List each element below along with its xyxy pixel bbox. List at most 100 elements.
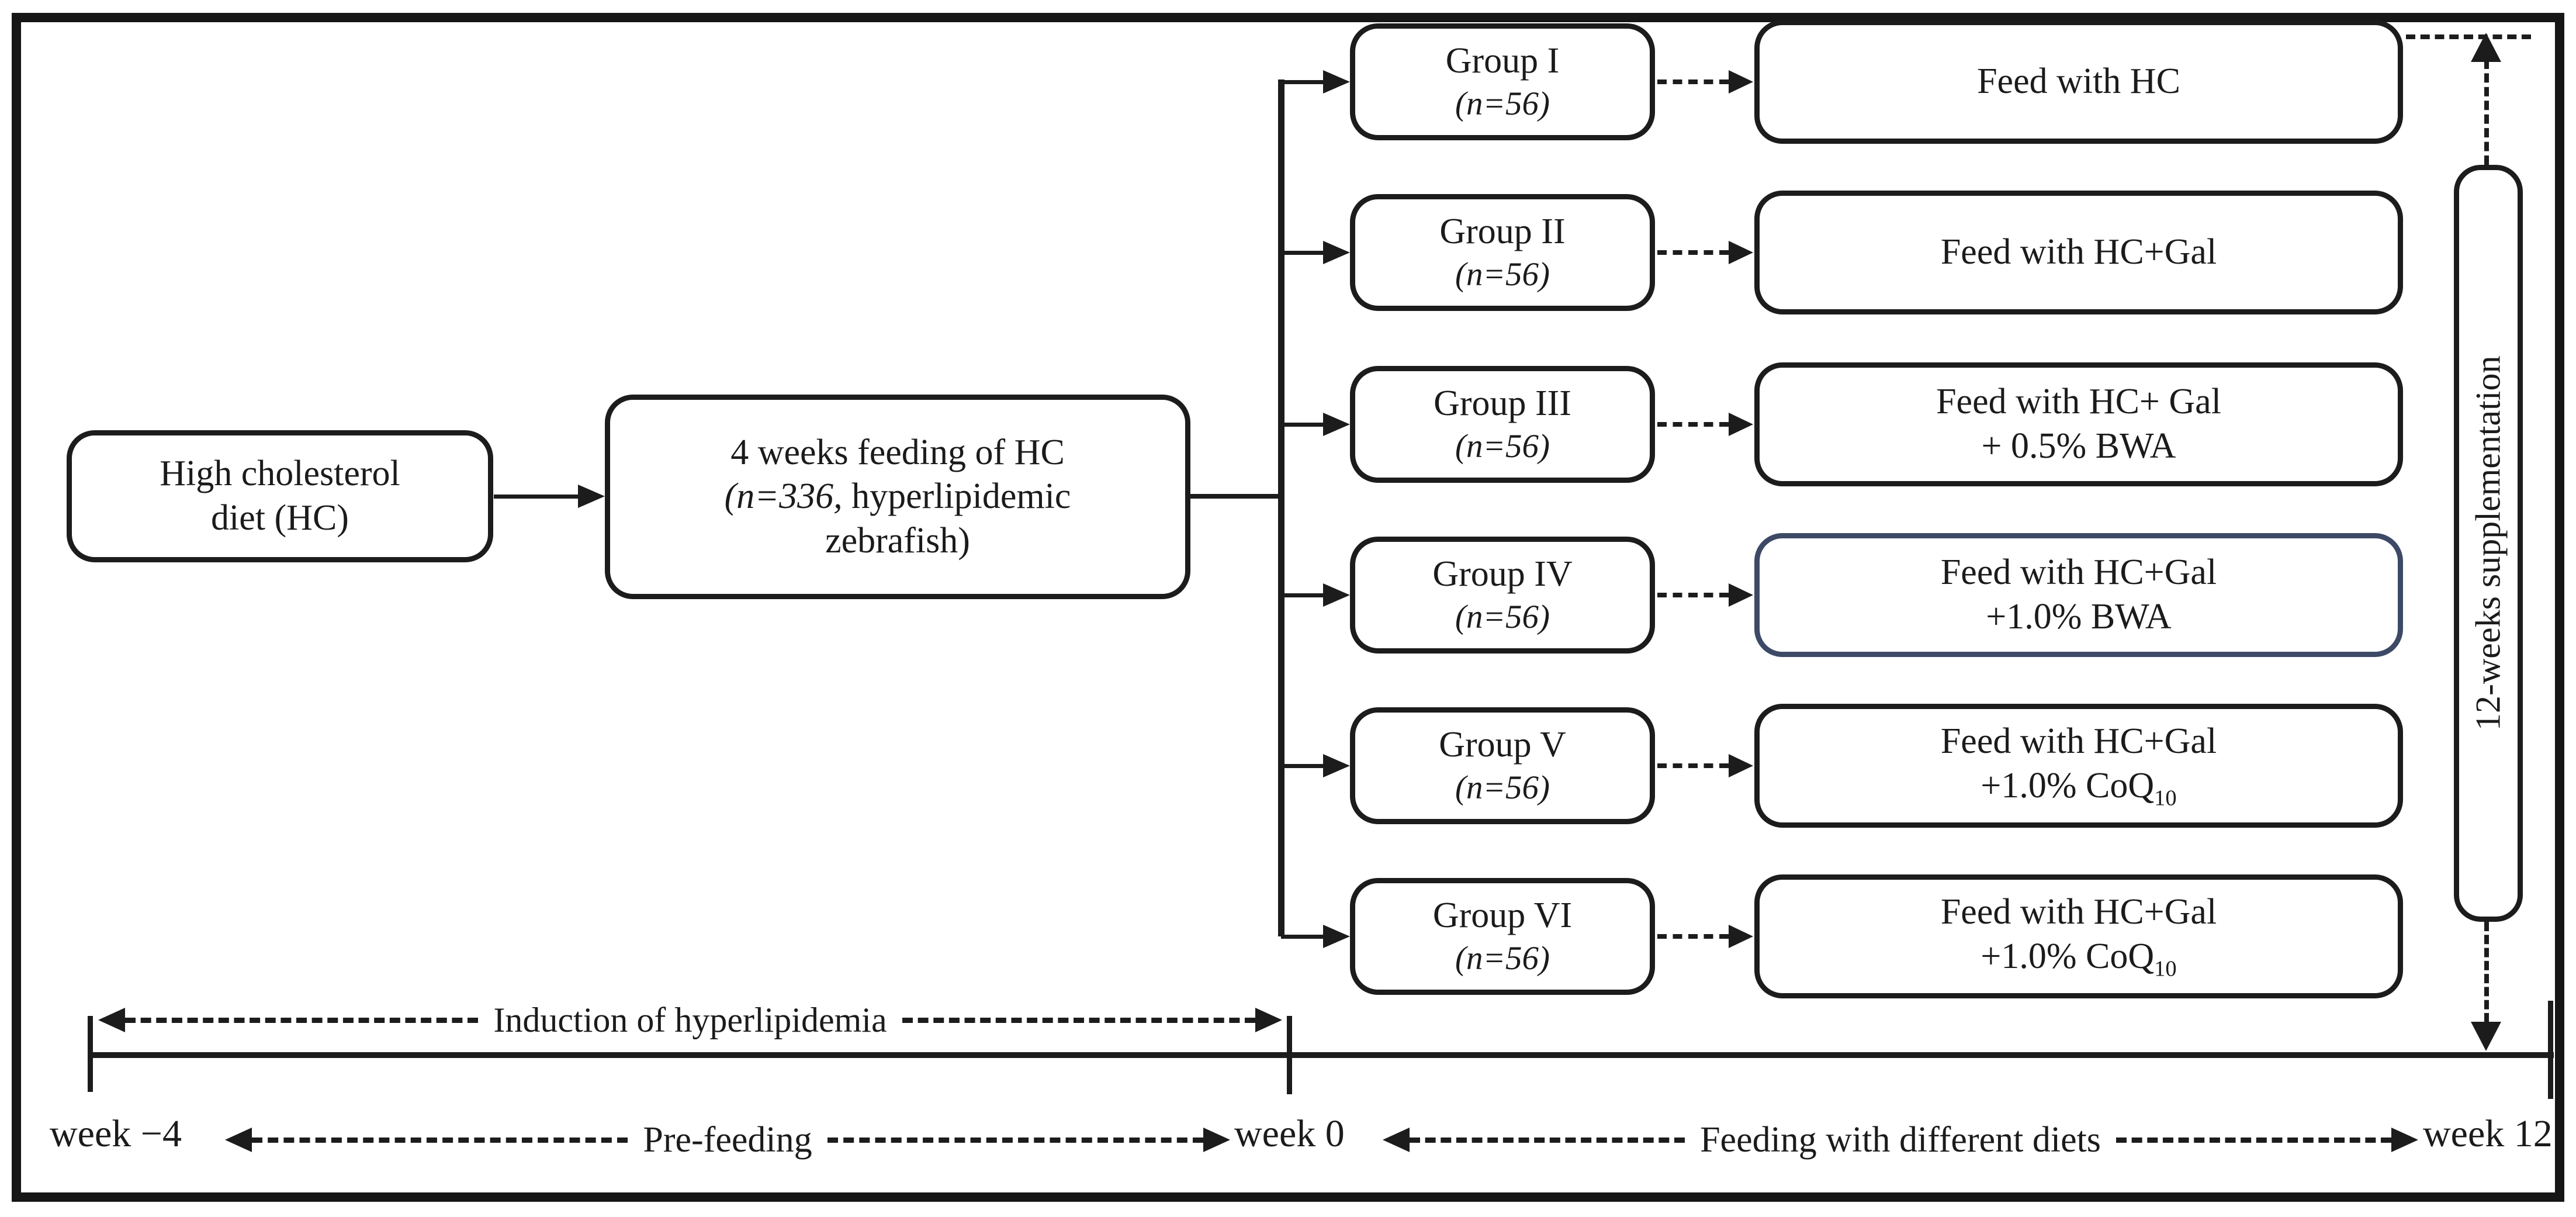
group-4-label: Group IV	[1432, 554, 1573, 594]
feed-5-line2-main: +1.0% CoQ	[1981, 765, 2155, 805]
induction-label: Induction of hyperlipidemia	[493, 1000, 887, 1039]
arrow-to-group-1	[1281, 69, 1350, 95]
dashed-line	[1657, 593, 1729, 597]
dashed-arrow-group-4	[1657, 582, 1753, 608]
induction-arrow: Induction of hyperlipidemia	[98, 1001, 1282, 1039]
arrow-to-group-6	[1281, 924, 1350, 949]
feed-5-line2: +1.0% CoQ10	[1981, 764, 2176, 812]
arrowhead-right-icon	[1323, 754, 1350, 777]
dashed-line	[1657, 934, 1729, 939]
group-6-box: Group VI (n=56)	[1350, 878, 1655, 995]
arrowhead-right-icon	[1323, 70, 1350, 94]
dashed-line	[1657, 79, 1729, 84]
feeding-label: Feeding with different diets	[1700, 1119, 2101, 1160]
arrowhead-right-icon	[1255, 1008, 1282, 1032]
feed-5-line1: Feed with HC+Gal	[1940, 721, 2217, 762]
high-cholesterol-line2: diet (HC)	[211, 498, 349, 538]
week-12-label: week 12	[2423, 1112, 2553, 1155]
dashed-line	[252, 1137, 628, 1143]
group-3-box: Group III(n=56)	[1350, 366, 1655, 483]
dashed-line	[1657, 250, 1729, 255]
prefeeding-label: Pre-feeding	[643, 1119, 812, 1160]
high-cholesterol-box: High cholesterol diet (HC)	[67, 430, 493, 562]
dashed-arrow-group-2	[1657, 240, 1753, 265]
arrow-left-to-middle	[494, 482, 605, 510]
feed-6-line1: Feed with HC+Gal	[1940, 892, 2217, 932]
prefeeding-arrow: Pre-feeding	[225, 1120, 1231, 1160]
feed-1-line1: Feed with HC	[1977, 61, 2180, 102]
group-2-n: (n=56)	[1455, 256, 1550, 293]
arrowhead-right-icon	[1323, 925, 1350, 948]
arrowhead-left-icon	[225, 1128, 252, 1152]
arrowhead-right-icon	[578, 485, 605, 508]
feed-4-box: Feed with HC+Gal+1.0% BWA	[1754, 533, 2403, 657]
group-6-n: (n=56)	[1455, 940, 1550, 977]
group-1-box: Group I(n=56)	[1350, 23, 1655, 140]
arrowhead-right-icon	[1323, 583, 1350, 607]
group-3-n: (n=56)	[1455, 428, 1550, 465]
middle-line1: 4 weeks feeding of HC	[730, 432, 1065, 472]
arrow-to-group-2	[1281, 240, 1350, 265]
arrow-line	[494, 494, 578, 499]
feed-2-box: Feed with HC+Gal	[1754, 191, 2403, 314]
group-2-label: Group II	[1439, 212, 1566, 252]
arrowhead-left-icon	[1383, 1128, 1410, 1152]
week-minus4-label: week −4	[50, 1112, 182, 1155]
feed-5-box: Feed with HC+Gal+1.0% CoQ10	[1754, 704, 2403, 828]
tick-week-12	[2548, 1001, 2553, 1099]
group-5-n: (n=56)	[1455, 769, 1550, 807]
dashed-line	[902, 1017, 1255, 1023]
top-dashed-line	[2406, 34, 2531, 39]
dashed-arrow-group-3	[1657, 412, 1753, 437]
arrow-line	[1281, 763, 1323, 768]
dashed-line	[827, 1137, 1204, 1143]
arrowhead-right-icon	[1729, 241, 1753, 264]
arrow-to-group-4	[1281, 582, 1350, 608]
supplementation-label: 12-weeks supplementation	[2468, 355, 2508, 731]
arrow-line	[1281, 422, 1323, 427]
feed-4-line1: Feed with HC+Gal	[1940, 552, 2217, 593]
dashed-line-to-top	[2484, 60, 2489, 165]
middle-line2: (n=336, hyperlipidemic	[725, 475, 1071, 519]
arrowhead-right-icon	[1729, 583, 1753, 607]
arrow-line	[1281, 250, 1323, 255]
dashed-line-to-timeline	[2484, 922, 2489, 1022]
feed-3-box: Feed with HC+ Gal+ 0.5% BWA	[1754, 362, 2403, 486]
group-6-label: Group VI	[1432, 896, 1573, 936]
high-cholesterol-line1: High cholesterol	[160, 454, 400, 494]
week-0-label: week 0	[1234, 1112, 1345, 1155]
arrowhead-right-icon	[1323, 413, 1350, 436]
arrowhead-right-icon	[1729, 754, 1753, 777]
feed-3-line2: + 0.5% BWA	[1981, 426, 2176, 466]
arrow-line	[1281, 593, 1323, 597]
middle-line2-rest: hyperlipidemic	[842, 476, 1071, 517]
feed-2-line1: Feed with HC+Gal	[1940, 232, 2217, 272]
arrowhead-right-icon	[1729, 413, 1753, 436]
middle-line3: zebrafish)	[825, 520, 970, 561]
group-1-n: (n=56)	[1455, 85, 1550, 123]
arrowhead-right-icon	[1729, 925, 1753, 948]
feed-1-box: Feed with HC	[1754, 20, 2403, 144]
group-4-box: Group IV (n=56)	[1350, 537, 1655, 654]
group-5-box: Group V (n=56)	[1350, 707, 1655, 824]
group-5-label: Group V	[1439, 725, 1566, 765]
feed-6-line2-main: +1.0% CoQ	[1981, 936, 2155, 976]
outer-border	[12, 13, 2564, 1202]
dashed-line	[1657, 763, 1729, 768]
branch-spine-line	[1278, 79, 1284, 936]
feed-5-subscript: 10	[2154, 786, 2177, 811]
dashed-line	[125, 1017, 479, 1023]
arrow-line	[1281, 934, 1323, 939]
tick-week-minus4	[88, 1016, 93, 1092]
dashed-line	[1410, 1137, 1685, 1143]
group-4-n: (n=56)	[1455, 599, 1550, 636]
arrowhead-right-icon	[1323, 241, 1350, 264]
arrow-line	[1281, 79, 1323, 84]
arrow-to-group-3	[1281, 412, 1350, 437]
feeding-arrow: Feeding with different diets	[1383, 1120, 2418, 1160]
arrowhead-right-icon	[2391, 1128, 2418, 1152]
dashed-line	[2115, 1137, 2391, 1143]
timeline-line	[88, 1052, 2554, 1058]
supplementation-box: 12-weeks supplementation	[2454, 165, 2523, 922]
group-2-box: Group II (n=56)	[1350, 194, 1655, 311]
